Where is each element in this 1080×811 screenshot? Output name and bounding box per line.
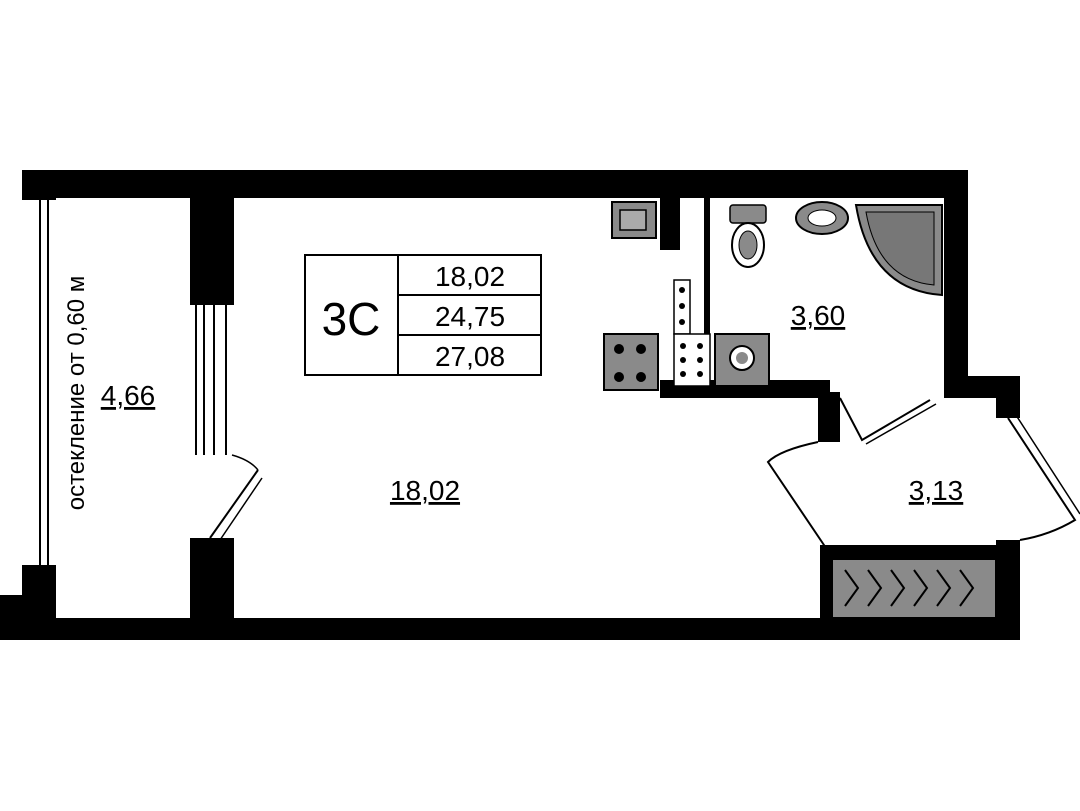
bottom-wall <box>22 618 1020 640</box>
living-area-value: 18,02 <box>435 261 505 292</box>
loggia-top-left-wall <box>22 170 56 200</box>
partition-upper <box>190 170 234 305</box>
apartment-type-label: 3С <box>322 293 381 345</box>
loggia-glazing-note: остекление от 0,60 м <box>63 276 90 511</box>
area-table: 3С 18,02 24,75 27,08 <box>304 254 542 376</box>
entrance-door <box>766 411 1080 549</box>
bathroom-door <box>839 397 937 445</box>
total-area-with-loggia-value: 27,08 <box>435 341 505 372</box>
balcony-door <box>195 305 263 541</box>
wardrobe-top-wall <box>820 545 1020 559</box>
wardrobe <box>831 558 997 619</box>
hall-wall-right-upper <box>996 376 1020 418</box>
bathroom-fixtures <box>714 201 943 387</box>
top-wall <box>22 170 968 198</box>
bathroom-area: 3,60 <box>791 300 846 331</box>
partition-lower <box>190 538 234 640</box>
stove <box>603 333 659 391</box>
living-room-area: 18,02 <box>390 475 460 506</box>
bath-wall-right <box>944 170 968 390</box>
loggia-area: 4,66 <box>101 380 156 411</box>
total-area-value: 24,75 <box>435 301 505 332</box>
wardrobe-left-wall <box>820 545 832 625</box>
loggia-bottom-outer-wall <box>0 595 22 640</box>
kitchen <box>603 201 711 391</box>
hall-wall-left-upper <box>818 392 840 442</box>
hallway-area: 3,13 <box>909 475 964 506</box>
toilet-tank <box>729 204 767 224</box>
bath-wall-left-upper <box>660 190 680 250</box>
walls <box>0 170 1020 640</box>
loggia-window <box>39 200 49 565</box>
bath-thin-wall <box>704 198 710 388</box>
